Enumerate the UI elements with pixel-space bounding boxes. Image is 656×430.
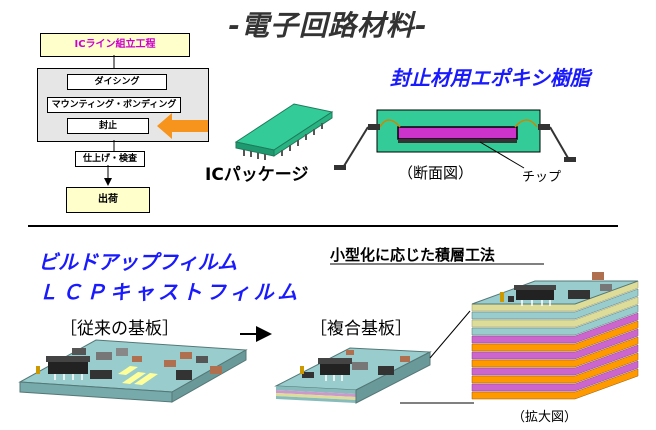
- flow-header-box: ICライン組立工程: [40, 33, 190, 57]
- enlarged-stack-illustration: [471, 272, 639, 400]
- flow-step-sealing: 封止: [67, 118, 149, 134]
- ic-package-illustration: [234, 103, 334, 160]
- ic-package-label: ICパッケージ: [205, 165, 309, 185]
- conventional-board-illustration: [18, 339, 248, 403]
- zoom-connector-lines: [400, 310, 474, 404]
- chip-label: チップ: [522, 170, 562, 185]
- conventional-board-label: ［従来の基板］: [60, 319, 179, 339]
- composite-board-label: ［複合基板］: [310, 319, 412, 339]
- miniaturization-heading: 小型化に応じた積層工法: [330, 246, 496, 264]
- flow-step-mounting: マウンティング・ボンディング: [47, 97, 181, 113]
- flow-step-dicing: ダイシング: [67, 74, 167, 90]
- buildup-film-label: ビルドアップフィルム: [38, 250, 238, 274]
- enlarged-label: （拡大図）: [512, 410, 578, 425]
- flow-step-label: 封止: [98, 121, 117, 131]
- flow-connectors: [104, 55, 115, 186]
- flow-step-label: マウンティング・ボンディング: [51, 100, 177, 110]
- cross-section-label: （断面図）: [398, 164, 474, 182]
- epoxy-label: 封止材用エポキシ樹脂: [390, 66, 590, 90]
- flow-ship-label: 出荷: [98, 194, 118, 205]
- flow-step-finish: 仕上げ・検査: [75, 151, 145, 167]
- highlight-arrow-icon: [157, 113, 208, 139]
- flow-ship-box: 出荷: [66, 187, 150, 213]
- flow-step-label: 仕上げ・検査: [82, 154, 137, 164]
- composite-board-illustration: [274, 347, 432, 404]
- flow-header-label: ICライン組立工程: [74, 39, 156, 50]
- lcp-film-label: ＬＣＰキャストフィルム: [38, 280, 302, 304]
- flow-step-label: ダイシング: [94, 77, 140, 87]
- cross-section-illustration: [334, 109, 576, 170]
- page-title: -電子回路材料-: [228, 9, 428, 42]
